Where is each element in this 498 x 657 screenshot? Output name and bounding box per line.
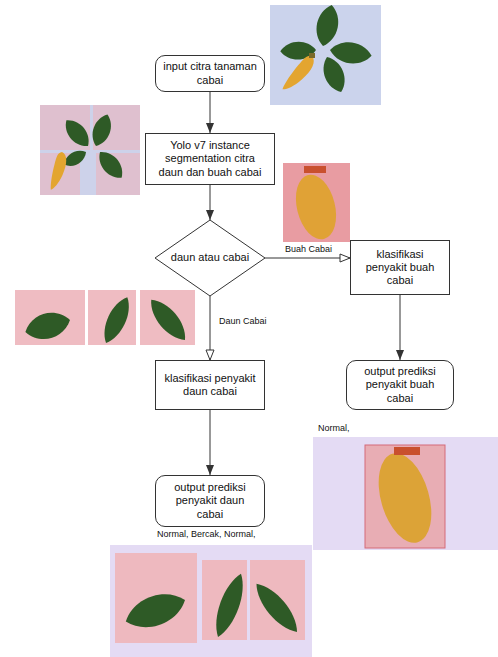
input-photo [270, 3, 381, 105]
leaf-result-photo-part-part [209, 571, 250, 641]
output-box: output prediksi penyakit buah cabai [346, 360, 454, 410]
prediction-note: Normal, Bercak, Normal, [155, 529, 258, 540]
leaf-crops-photo-part-part [22, 308, 73, 344]
fruit-crop-photo-part [290, 170, 343, 243]
node-text: output prediksi penyakit daun cabai [162, 481, 258, 521]
leaf-crops-photo-part [15, 290, 85, 345]
flow-arrow [210, 296, 211, 360]
flow-arrow [400, 295, 401, 360]
input-photo-part-part [318, 53, 350, 95]
prediction-note: Normal, [316, 423, 352, 434]
fruit-result-photo-part [394, 447, 420, 455]
leaf-crops-photo [15, 290, 195, 347]
edge-label: Buah Cabai [283, 244, 334, 255]
leaf-result-photo-part [115, 553, 197, 643]
flow-arrow [210, 92, 211, 133]
node-text: klasifikasi penyakit daun cabai [162, 372, 258, 398]
input-photo-part-part [280, 41, 316, 60]
input-photo-part-part [313, 3, 342, 48]
leaf-crops-photo-part-part [144, 294, 192, 346]
process-box: Yolo v7 instance segmentation citra daun… [145, 133, 275, 185]
leaf-result-photo-part [110, 545, 312, 657]
node-text: input citra tanaman cabai [162, 60, 258, 86]
node-text: klasifikasi penyakit buah cabai [357, 248, 443, 288]
fruit-result-photo-part [365, 445, 445, 548]
flow-arrow [265, 258, 350, 259]
fruit-crop-photo-part [304, 166, 326, 173]
leaf-crops-photo-part-part [98, 294, 135, 347]
fruit-result-photo-part [369, 447, 440, 549]
segmentation-photo-part-part [88, 112, 115, 149]
fruit-crop-photo [283, 163, 350, 244]
input-photo-part [309, 53, 315, 58]
segmentation-photo-part [40, 105, 140, 195]
output-box: output prediksi penyakit daun cabai [155, 475, 265, 527]
segmentation-photo [40, 105, 140, 195]
input-photo-part [281, 52, 317, 96]
process-box: klasifikasi penyakit buah cabai [350, 240, 450, 295]
diamond-outline [155, 220, 265, 296]
input-photo-part [280, 3, 373, 96]
start-box: input citra tanaman cabai [155, 55, 265, 92]
segmentation-photo-part [60, 112, 128, 184]
node-text: daun atau cabai [171, 251, 249, 264]
segmentation-photo-part-part [94, 147, 128, 184]
process-box: klasifikasi penyakit daun cabai [155, 360, 265, 410]
leaf-crops-photo-part [22, 294, 192, 347]
flow-arrow [210, 185, 211, 220]
decision-diamond: daun atau cabai [155, 220, 265, 296]
node-text: Yolo v7 instance segmentation citra daun… [152, 139, 268, 179]
leaf-result-photo-part [250, 560, 305, 640]
leaf-result-photo-part-part [249, 578, 304, 638]
fruit-result-photo [313, 437, 498, 550]
node-text: output prediksi penyakit buah cabai [353, 365, 447, 405]
leaf-result-photo-part-part [121, 586, 190, 635]
leaf-result-photo-part [121, 571, 304, 641]
segmentation-photo-part-part [60, 115, 94, 152]
fruit-result-photo-part [313, 437, 498, 550]
segmentation-photo-part [50, 151, 68, 191]
flow-arrow [210, 410, 211, 475]
leaf-result-photo [110, 545, 312, 657]
edge-label: Daun Cabai [217, 316, 269, 327]
